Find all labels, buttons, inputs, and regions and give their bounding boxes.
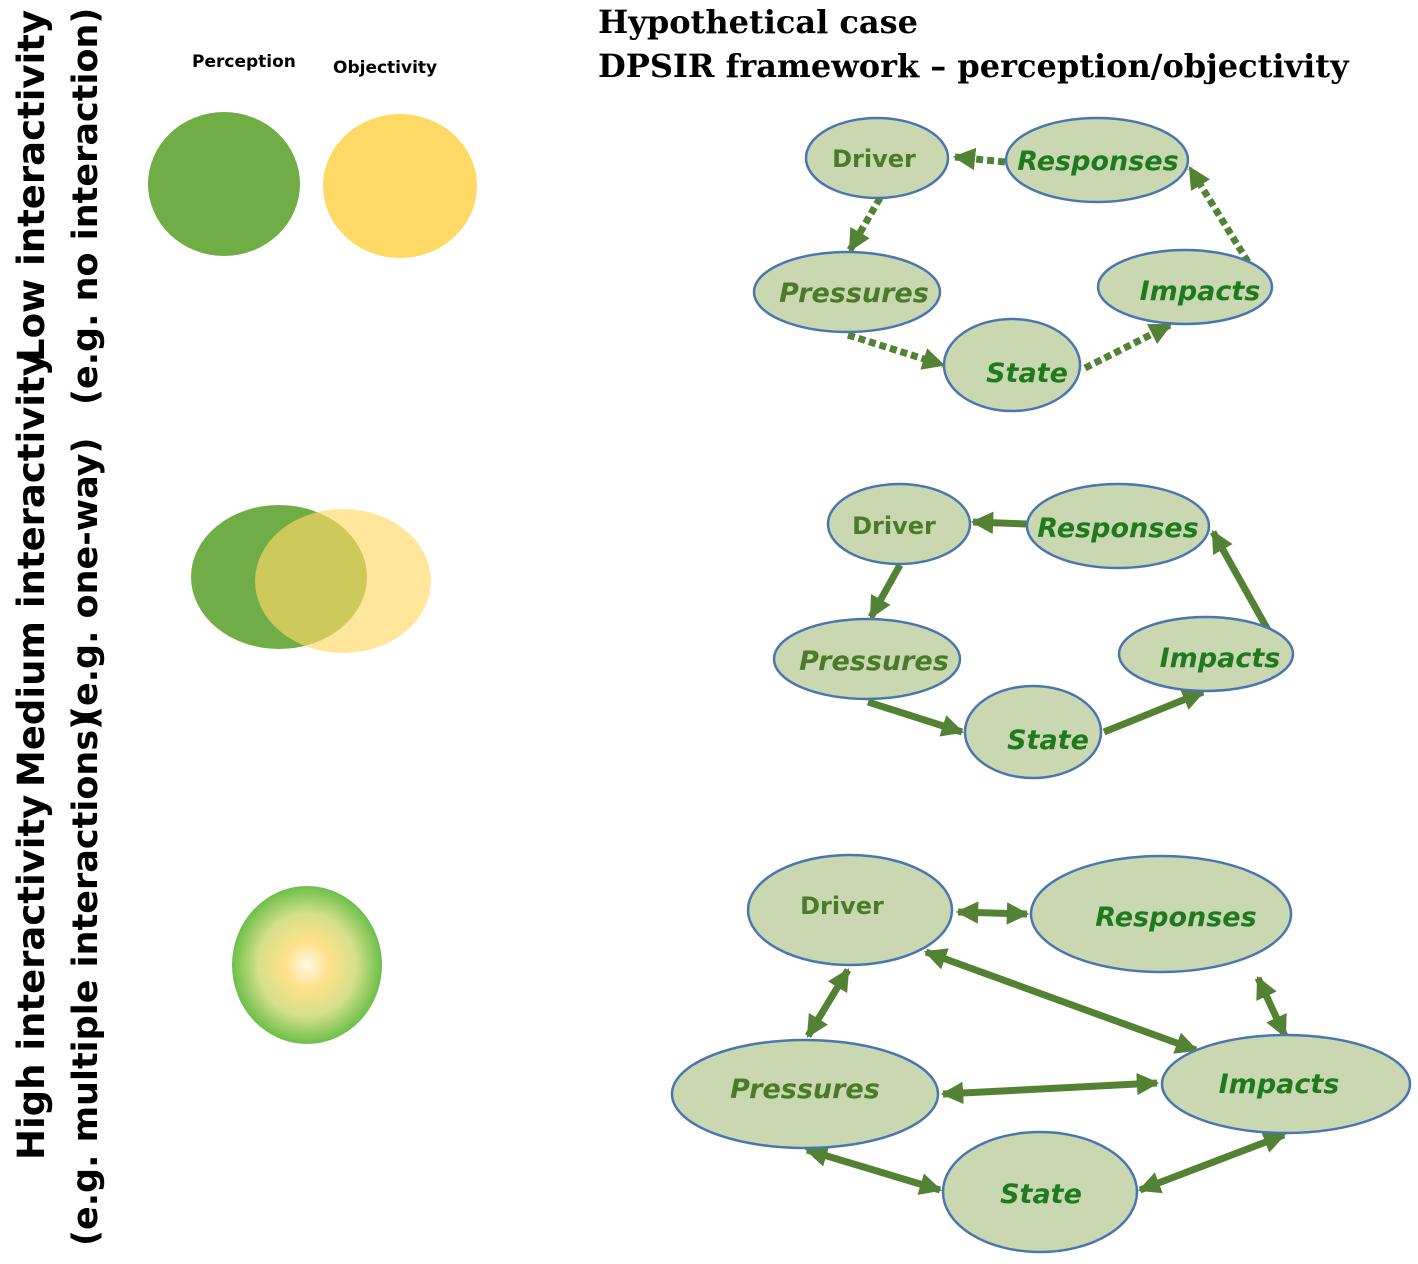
arrow-responses-driver-medium [970,511,1028,534]
objectivity-circle-medium [255,509,431,653]
arrow-pressures-impacts-high [940,1072,1160,1105]
node-driver-high [746,853,954,967]
perception-circle-low [148,112,300,256]
node-impacts-low [1096,248,1274,326]
arrow-pressures-state-medium [866,698,965,737]
node-state-low-label: State [986,358,1068,389]
node-impacts-high-label: Impacts [1219,1069,1340,1100]
arrow-state-impacts-high [1137,1131,1287,1194]
arrow-driver-responses-high [955,901,1030,925]
node-responses-medium [1025,482,1211,570]
arrow-driver-pressures-high [805,968,851,1038]
node-pressures-high-label: Pressures [730,1074,880,1105]
node-impacts-medium-label: Impacts [1160,643,1281,674]
blended-circle-high [232,886,382,1044]
node-pressures-high [670,1038,940,1150]
dpsir-diagram-medium [866,511,1272,737]
node-pressures-medium [772,617,962,701]
node-driver-medium-label: Driver [852,512,936,540]
arrow-pressures-state-high [804,1145,943,1195]
arrow-driver-pressures-low [846,196,884,252]
arrow-state-impacts-medium [1102,688,1206,736]
node-responses-medium-label: Responses [1037,513,1198,544]
node-state-high-label: State [1000,1179,1082,1210]
objectivity-circle-low [323,114,477,258]
title-block: Hypothetical case DPSIR framework – perc… [598,0,1349,88]
arrow-responses-driver-low [952,147,1006,171]
node-state-medium-label: State [1007,725,1089,756]
legend-objectivity: Objectivity [333,58,438,78]
node-impacts-low-label: Impacts [1140,276,1261,307]
arrow-driver-impacts-high [923,948,1199,1054]
dpsir-nodes-high: Driver Responses Pressures Impacts State [670,853,1412,1254]
arrow-impacts-responses-low [1187,166,1251,264]
node-driver-low-label: Driver [832,145,916,173]
node-responses-high-label: Responses [1095,902,1256,933]
node-driver-medium [826,482,972,566]
dpsir-nodes-low: Driver Responses Pressures Impacts State [752,116,1274,413]
node-responses-low [1004,116,1190,204]
node-impacts-high [1160,1033,1412,1135]
arrow-state-impacts-low [1083,321,1172,372]
node-pressures-medium-label: Pressures [799,646,949,677]
node-pressures-low [752,250,942,334]
node-impacts-medium [1117,615,1295,693]
dpsir-nodes-medium: Driver Responses Pressures Impacts State [772,482,1295,780]
title-line-1: Hypothetical case [598,3,918,41]
node-pressures-low-label: Pressures [779,278,929,309]
node-state-high [941,1130,1139,1254]
node-responses-high [1029,854,1293,974]
dpsir-diagram-high [804,901,1289,1195]
node-state-low [942,317,1082,413]
dpsir-diagram-low [846,147,1251,372]
node-driver-high-label: Driver [800,892,884,920]
arrow-impacts-responses-medium [1209,530,1272,632]
legend-perception: Perception [192,52,296,72]
node-responses-low-label: Responses [1017,146,1178,177]
title-line-2: DPSIR framework – perception/objectivity [598,47,1349,85]
node-driver-low [804,116,950,200]
arrow-responses-impacts-high [1254,975,1289,1039]
arrow-pressures-state-low [846,331,946,370]
arrow-driver-pressures-medium [867,563,904,619]
node-state-medium [963,684,1103,780]
